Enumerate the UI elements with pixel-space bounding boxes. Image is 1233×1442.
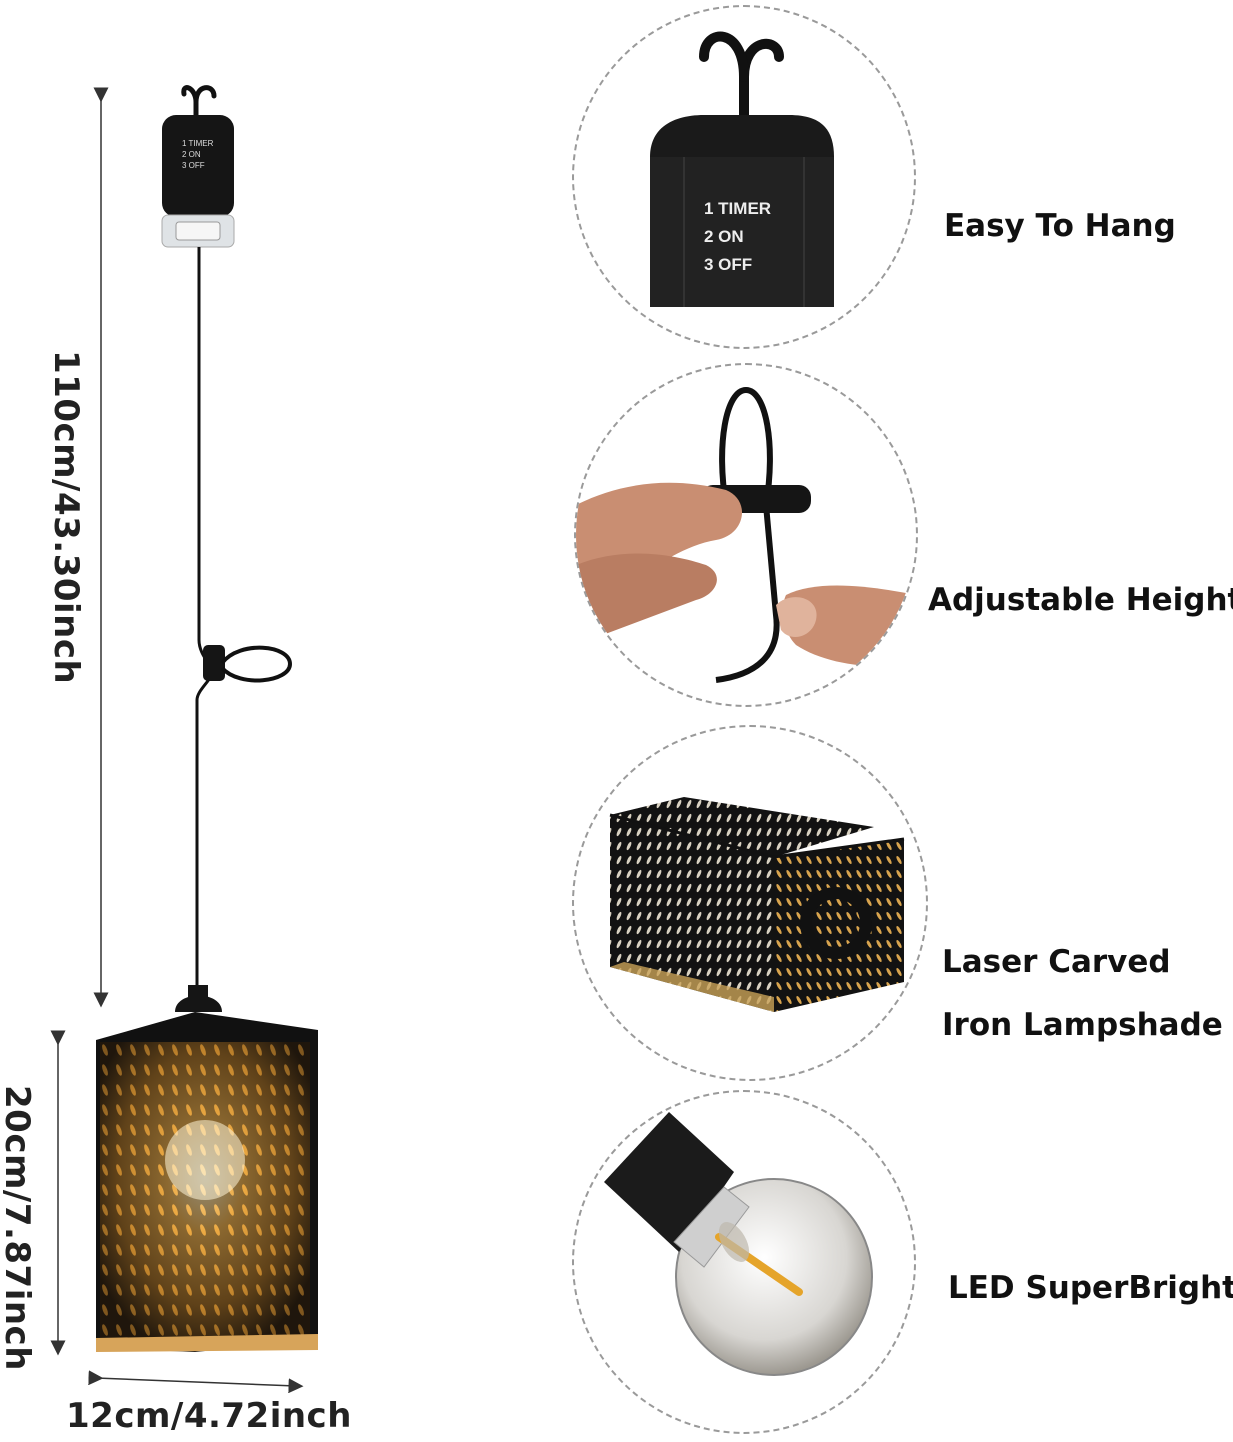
cord: [195, 247, 214, 985]
switch-housing: [162, 115, 234, 217]
svg-text:3 OFF: 3 OFF: [704, 255, 752, 274]
bulb-icon: [604, 1112, 873, 1376]
lamp-illustration: 1 TIMER 2 ON 3 OFF: [0, 0, 520, 1438]
feature-circle-bulb: [572, 1090, 916, 1434]
shade-height-label: 20cm/7.87inch: [0, 1085, 37, 1371]
cord-length-label: 110cm/43.30inch: [46, 350, 86, 685]
feature-circle-hang: 1 TIMER 2 ON 3 OFF: [572, 5, 916, 349]
feature-label-shade-2: Iron Lampshade: [942, 1007, 1223, 1043]
shade-width-label: 12cm/4.72inch: [66, 1396, 352, 1436]
svg-text:1 TIMER: 1 TIMER: [704, 199, 771, 218]
feature-label-shade-1: Laser Carved: [942, 944, 1171, 980]
lampshade-icon: [609, 797, 905, 1012]
switch-hook-icon: 1 TIMER 2 ON 3 OFF: [650, 31, 834, 307]
shade-width-arrow: [88, 1370, 304, 1394]
feature-circle-adjust: [574, 363, 918, 707]
feature-label-bulb: LED SuperBright: [948, 1270, 1233, 1306]
svg-text:1 TIMER: 1 TIMER: [182, 139, 214, 148]
svg-text:2 ON: 2 ON: [704, 227, 744, 246]
feature-circle-shade: [572, 725, 928, 1081]
feature-label-hang: Easy To Hang: [944, 208, 1176, 244]
feature-label-adjust: Adjustable Height: [928, 582, 1233, 618]
svg-text:3 OFF: 3 OFF: [182, 161, 205, 170]
svg-text:2 ON: 2 ON: [182, 150, 201, 159]
cord-loop-icon: [576, 386, 916, 683]
lampshade-large: [96, 1012, 318, 1352]
lamp-drawing: 1 TIMER 2 ON 3 OFF: [50, 85, 318, 1394]
